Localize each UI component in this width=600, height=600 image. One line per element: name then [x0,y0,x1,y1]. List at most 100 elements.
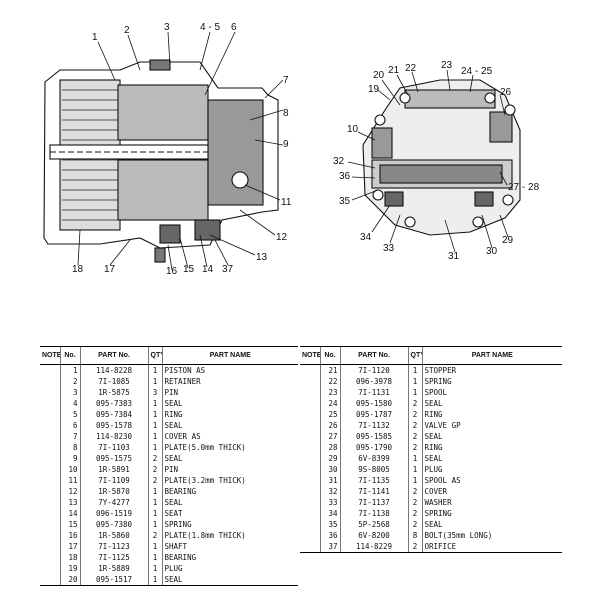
qty-cell: 2 [407,420,422,431]
part-no-cell: 095-1580 [339,398,408,409]
note-cell [300,376,320,387]
callout: 18 [72,264,84,275]
part-name-cell: BEARING [161,552,298,563]
part-no-cell: 1R-5889 [79,563,148,574]
part-number-index: 11 [59,475,80,486]
part-name-cell: SPRING [161,519,298,530]
part-name-cell: SEAL [161,574,298,586]
note-cell [40,387,60,398]
qty-cell: 2 [407,486,422,497]
note-cell [40,486,60,497]
part-number-index: 37 [319,541,340,553]
part-no-cell: 7I-1120 [339,364,408,376]
part-number-index: 22 [319,376,340,387]
part-no-cell: 114-8230 [79,431,148,442]
part-name-cell: SEAL [421,431,562,442]
part-number-index: 6 [59,420,80,431]
note-cell [300,530,320,541]
part-number-index: 20 [59,574,80,586]
part-number-index: 25 [319,409,340,420]
note-cell [40,530,60,541]
qty-cell: 2 [147,530,162,541]
note-cell [40,409,60,420]
note-cell [40,552,60,563]
callout: 35 [339,196,351,207]
part-no-cell: 7I-1123 [79,541,148,552]
header-note: NOTE [40,346,60,365]
part-name-cell: RING [161,409,298,420]
header-qty: QTY [407,346,422,365]
leader-lines [77,31,509,271]
part-number-index: 19 [59,563,80,574]
part-no-cell: 1R-5860 [79,530,148,541]
part-name-cell: COVER [421,486,562,497]
part-number-index: 12 [59,486,80,497]
callout: 29 [502,235,514,246]
qty-cell: 2 [407,431,422,442]
callout: 14 [202,264,214,275]
part-no-cell: 6V-8200 [339,530,408,541]
callout: 19 [368,84,380,95]
note-cell [40,508,60,519]
qty-cell: 1 [407,387,422,398]
part-number-index: 35 [319,519,340,530]
note-cell [300,431,320,442]
part-no-cell: 9S-8005 [339,464,408,475]
qty-cell: 2 [407,409,422,420]
part-name-cell: SPRING [421,508,562,519]
note-cell [40,475,60,486]
note-cell [300,519,320,530]
part-number-index: 21 [319,364,340,376]
part-number-index: 8 [59,442,80,453]
part-no-cell: 7I-1137 [339,497,408,508]
part-number-index: 33 [319,497,340,508]
part-no-cell: 7I-1125 [79,552,148,563]
part-number-index: 29 [319,453,340,464]
part-no-cell: 5P-2568 [339,519,408,530]
part-name-cell: SEAL [161,497,298,508]
header-part-no: PART No. [79,346,148,365]
part-name-cell: SEAL [161,453,298,464]
qty-cell: 1 [147,508,162,519]
callout: 27 - 28 [508,182,540,193]
part-number-index: 2 [59,376,80,387]
note-cell [40,376,60,387]
callout: 7 [283,75,289,86]
note-cell [300,453,320,464]
note-cell [40,365,60,377]
part-no-cell: 1R-5875 [79,387,148,398]
part-number-index: 3 [59,387,80,398]
qty-cell: 2 [407,508,422,519]
part-name-cell: PLATE(5.0mm THICK) [161,442,298,453]
part-name-cell: BEARING [161,486,298,497]
note-cell [40,431,60,442]
qty-cell: 3 [147,387,162,398]
header-no: No. [319,346,340,365]
qty-cell: 1 [407,453,422,464]
part-no-cell: 7I-1138 [339,508,408,519]
part-name-cell: PLUG [421,464,562,475]
note-cell [300,508,320,519]
part-number-index: 18 [59,552,80,563]
callout: 32 [333,156,345,167]
part-name-cell: PISTON AS [161,364,298,376]
callout: 36 [339,171,351,182]
part-no-cell: 095-1578 [79,420,148,431]
part-name-cell: PLUG [161,563,298,574]
callout: 2 [124,25,130,36]
part-number-index: 5 [59,409,80,420]
note-cell [40,519,60,530]
qty-cell: 8 [407,530,422,541]
part-number-index: 26 [319,420,340,431]
qty-cell: 1 [147,420,162,431]
